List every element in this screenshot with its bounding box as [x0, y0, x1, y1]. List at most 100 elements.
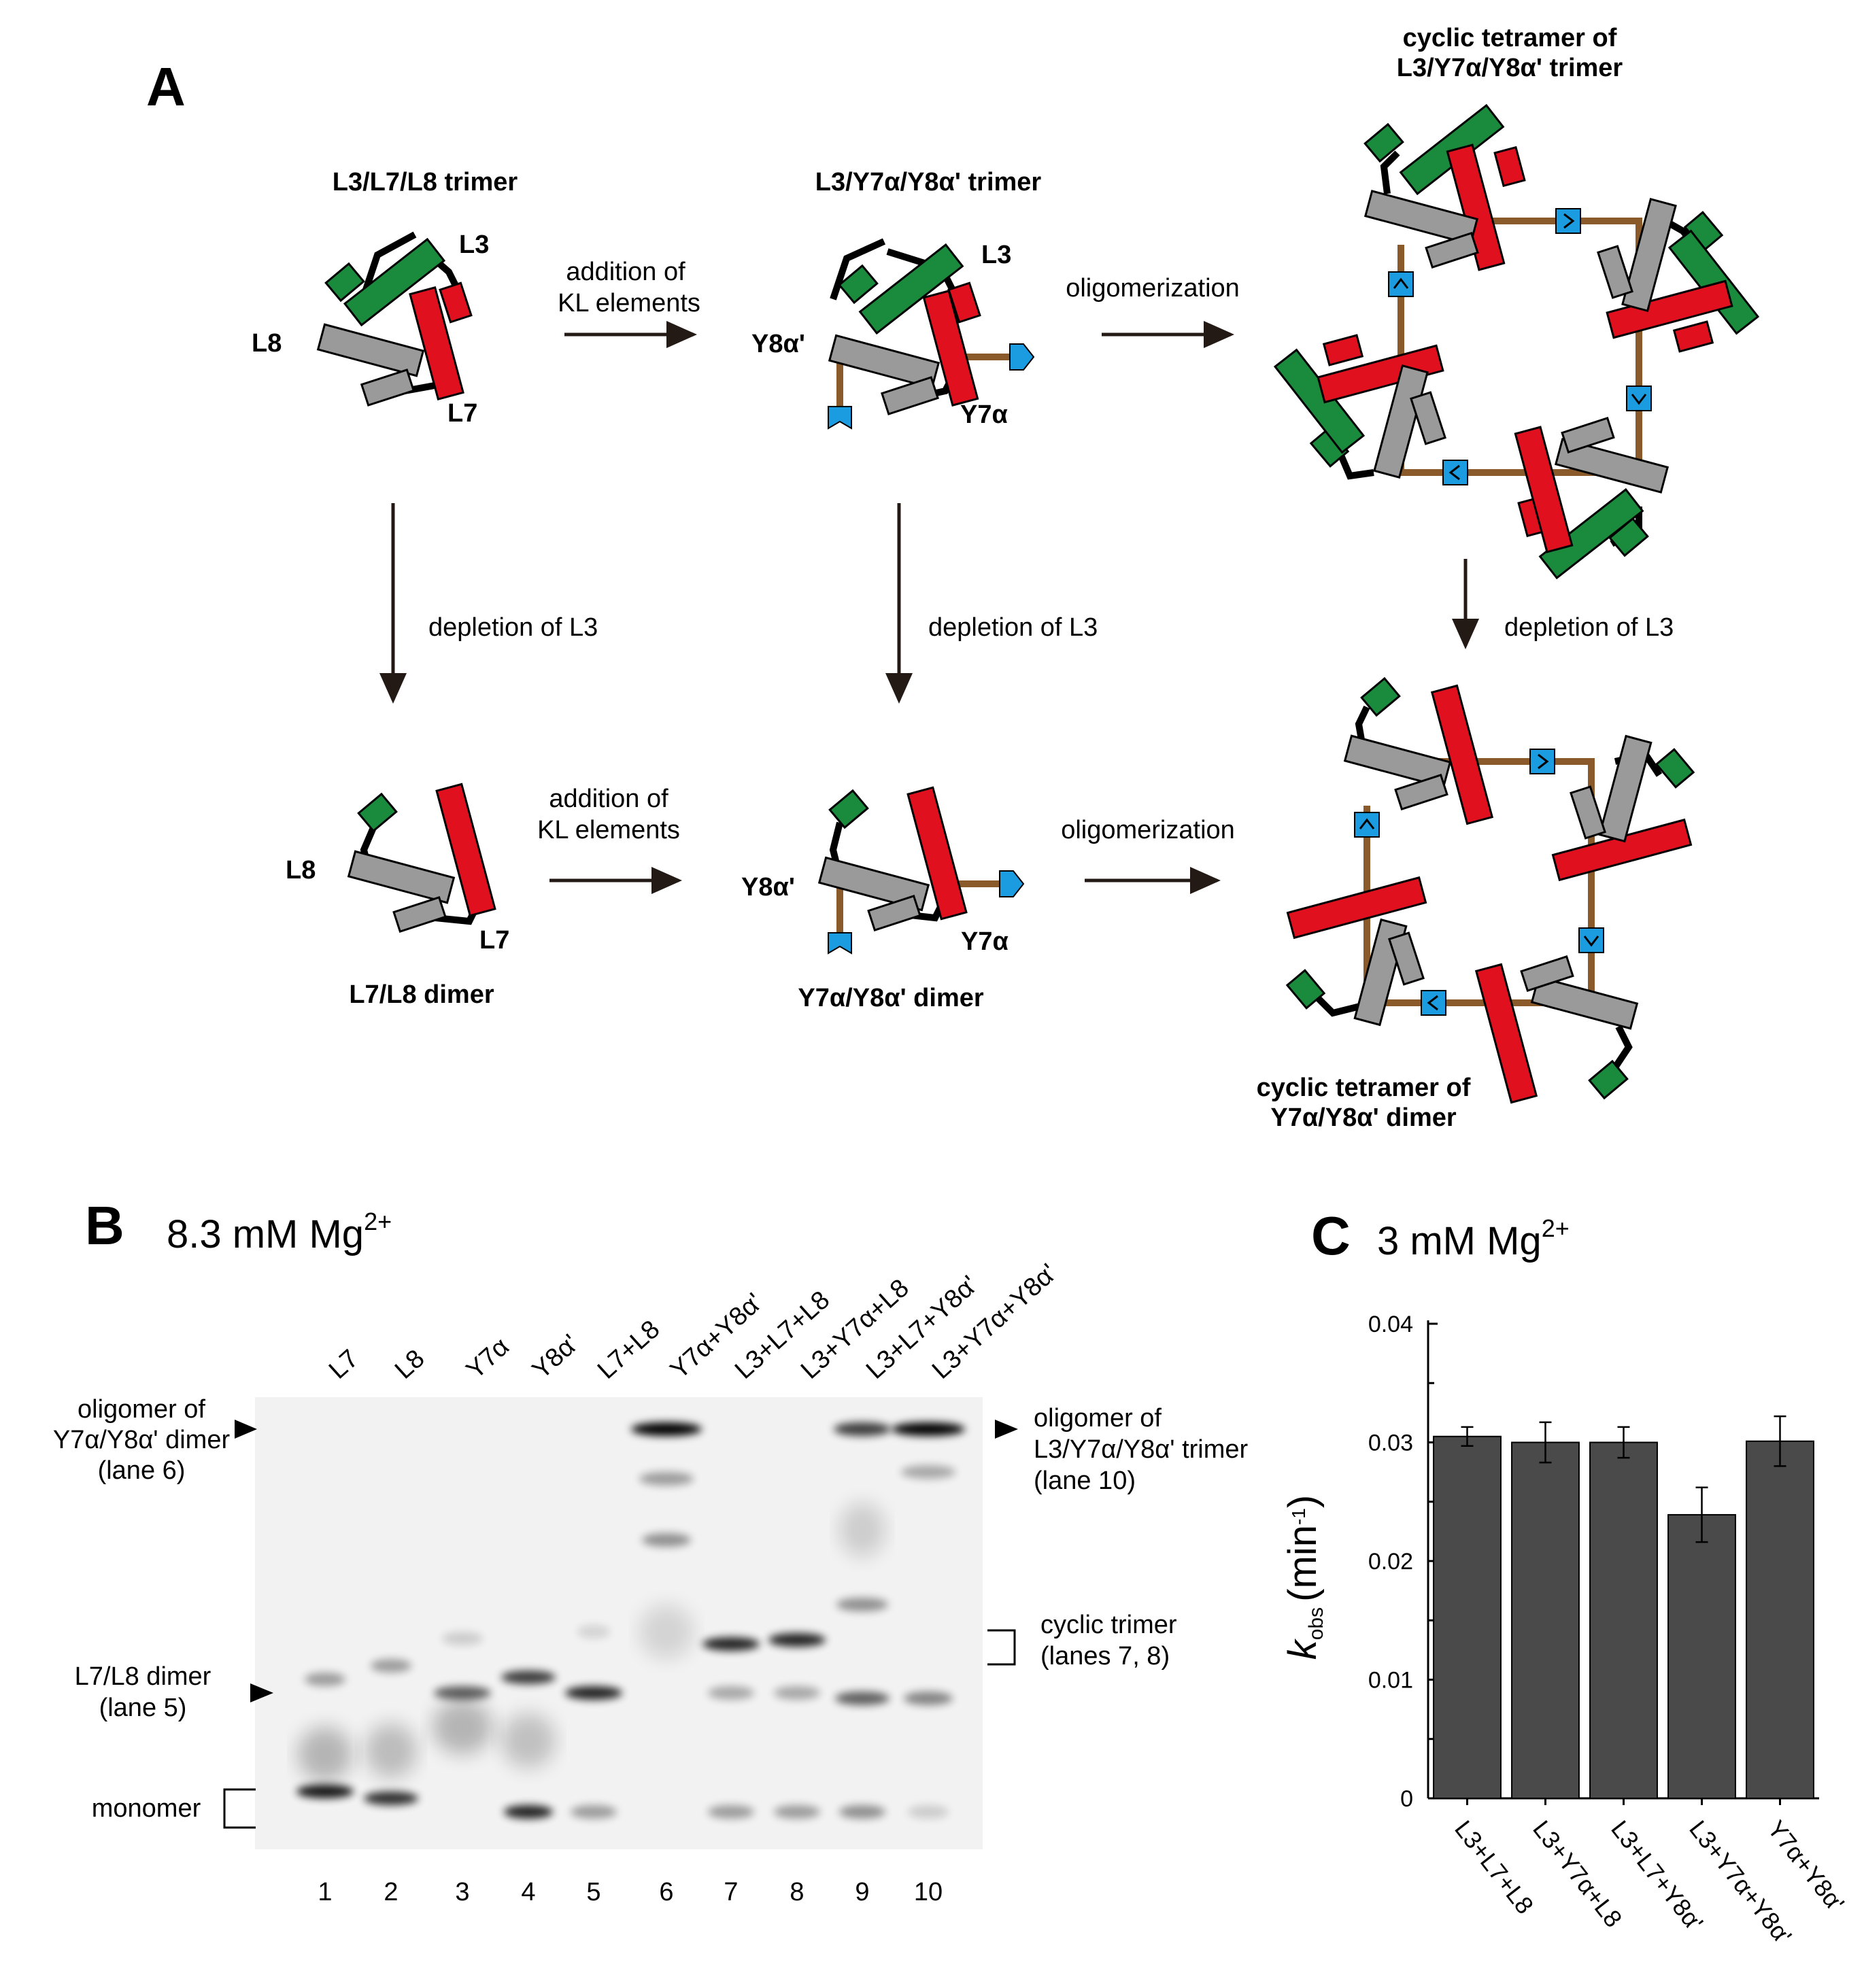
y-axis-label: kobs(min-1): [1281, 1495, 1327, 1660]
dimer-title: L7/L8 dimer: [349, 980, 494, 1009]
kl-receptor-icon: [828, 406, 852, 430]
depletion-text-right: depletion of L3: [1504, 613, 1674, 642]
red-long-element: [409, 286, 464, 401]
y-tick-label: 0.04: [1368, 1312, 1413, 1337]
gel-band: [371, 1659, 411, 1673]
bar: [1667, 1513, 1736, 1800]
lane-number: 8: [790, 1878, 804, 1906]
gel-band: [835, 1692, 889, 1705]
gray-long-element: [828, 334, 941, 390]
trimer-diagram: L3 L8 L7: [252, 230, 489, 428]
gray-short-element: [881, 376, 939, 415]
gray-long-element: [1598, 734, 1653, 843]
tetramer-dimer-diagram: [1285, 676, 1695, 1104]
red-long-element: [1430, 684, 1494, 825]
y-tick-label: 0.03: [1368, 1430, 1413, 1456]
gel-band: [774, 1686, 820, 1700]
label-Y8a: Y8α': [741, 873, 795, 902]
oligomerization-text-bottom: oligomerization: [1061, 816, 1235, 844]
left-oligomer-line3: (lane 6): [98, 1456, 186, 1485]
gel-band: [768, 1633, 826, 1647]
lane-number: 7: [724, 1878, 738, 1906]
gel-band: [834, 1422, 891, 1436]
gel-bands: [296, 1422, 965, 1819]
kl-interaction-icon: [1388, 271, 1414, 297]
kl-interaction-icon: [1354, 812, 1380, 838]
gray-short-element: [1597, 245, 1633, 299]
y-dimer-title: Y7α/Y8α' dimer: [798, 984, 984, 1012]
kl-receptor-icon: [828, 932, 852, 955]
green-long-element: [858, 243, 964, 335]
gray-long-element: [1363, 190, 1479, 245]
gel-image: [255, 1397, 983, 1849]
green-short-element: [357, 792, 398, 833]
gray-short-element: [360, 369, 416, 407]
gel-band: [434, 1686, 491, 1700]
label-L3: L3: [981, 241, 1011, 269]
monomer-bracket: [223, 1788, 256, 1829]
green-long-element: [1538, 487, 1644, 580]
gel-band: [708, 1805, 754, 1819]
gel-band: [708, 1686, 754, 1700]
oligomerization-text-top: oligomerization: [1066, 274, 1240, 303]
tetramer-trimer-title-line2: L3/Y7α/Y8α' trimer: [1397, 54, 1623, 82]
lane-number: 3: [455, 1878, 469, 1906]
gray-short-element: [867, 895, 921, 931]
gel-band: [565, 1686, 622, 1700]
label-Y8a: Y8α': [751, 330, 805, 358]
panel-a-letter: A: [146, 56, 186, 117]
gel-band: [577, 1625, 610, 1639]
left-dimer-line1: L7/L8 dimer: [75, 1662, 211, 1691]
red-short-element: [439, 281, 473, 324]
lane-number: 5: [586, 1878, 600, 1906]
green-short-element: [828, 789, 869, 829]
gray-long-element: [1554, 438, 1670, 494]
gel-band: [639, 1605, 694, 1659]
lane-number: 9: [855, 1878, 869, 1906]
gel-band: [442, 1632, 483, 1645]
linker-line: [1612, 1025, 1633, 1069]
panel-c: C 3 mM Mg2+ kobs(min-1) 00.010.020.030.0…: [1281, 1205, 1850, 1949]
red-long-element: [906, 786, 968, 921]
gray-long-element: [1621, 197, 1677, 313]
gel-background: [255, 1397, 983, 1849]
gray-long-element: [316, 323, 425, 377]
linker-line: [1380, 150, 1400, 194]
left-oligomer-arrowhead: [235, 1420, 257, 1439]
right-oligomer-line1: oligomer of: [1034, 1404, 1162, 1433]
green-short-element: [1655, 748, 1695, 789]
gel-band: [296, 1785, 354, 1798]
label-Y7a: Y7α: [961, 927, 1009, 956]
gel-band: [642, 1533, 691, 1547]
gel-band: [908, 1805, 949, 1819]
right-oligomer-line3: (lane 10): [1034, 1467, 1136, 1495]
panel-c-letter: C: [1311, 1205, 1351, 1266]
gray-long-element: [1373, 364, 1429, 479]
bar: [1433, 1435, 1502, 1799]
panel-b-condition: 8.3 mM Mg2+: [167, 1207, 392, 1256]
red-long-element: [1474, 963, 1538, 1104]
gel-band: [904, 1692, 953, 1705]
lane-number: 6: [659, 1878, 673, 1906]
linker-line: [830, 238, 886, 301]
gel-band: [836, 1598, 888, 1611]
bar: [1589, 1441, 1658, 1799]
kl-interaction-icon: [1578, 927, 1604, 953]
label-Y7a: Y7α: [960, 400, 1008, 429]
gray-short-element: [1561, 417, 1615, 453]
gray-short-element: [392, 896, 447, 933]
red-long-element: [1317, 344, 1444, 404]
left-dimer-line2: (lane 5): [99, 1694, 187, 1722]
red-long-element: [1446, 143, 1506, 271]
dimer-diagram: L8 L7: [286, 783, 509, 955]
trimer-bracket: [987, 1629, 1016, 1666]
green-long-element: [343, 237, 446, 327]
panel-a: A L3/L7/L8 trimer L3/Y7α/Y8α' trimer cyc…: [146, 24, 1760, 1132]
gel-band: [433, 1700, 492, 1754]
x-tick-label: Y7α+Y8α': [1762, 1815, 1850, 1917]
y-tick-label: 0.02: [1368, 1549, 1413, 1575]
gel-band: [298, 1727, 352, 1781]
gray-short-element: [1394, 774, 1448, 810]
